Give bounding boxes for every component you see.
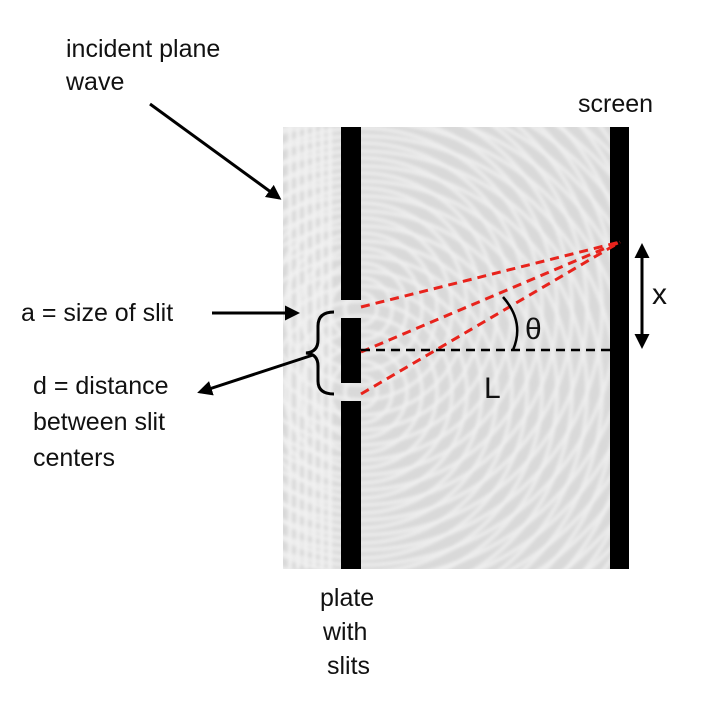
plate-label-line1: plate: [320, 584, 375, 612]
ray-bottom-slit: [360, 240, 621, 396]
arrow-icon: [149, 102, 282, 200]
slit-distance-label-line3: centers: [33, 444, 115, 472]
ray-center: [360, 240, 621, 354]
distance-L-label: L: [484, 372, 501, 405]
plate-label-line3: slits: [327, 652, 371, 680]
angle-arc: [502, 296, 519, 351]
slit-size-label: a = size of slit: [21, 299, 174, 327]
slit-distance-label-line1: d = distance: [33, 372, 169, 400]
plate-segment-bottom: [341, 401, 361, 569]
theta-label: θ: [525, 313, 542, 346]
incident-wave-label-line1: incident plane: [66, 35, 221, 63]
brace-icon: [305, 310, 335, 396]
x-label: x: [652, 278, 667, 311]
ray-lines: [360, 240, 621, 396]
screen-label: screen: [578, 90, 654, 118]
plate-segment-top: [341, 127, 361, 300]
arrow-icon: [197, 353, 314, 396]
plate-label-line2: with: [323, 618, 368, 646]
slit-distance-label-line2: between slit: [33, 408, 166, 436]
plate-segment-middle: [341, 318, 361, 383]
screen-bar: [610, 127, 629, 569]
incident-wave-label-line2: wave: [66, 68, 125, 96]
